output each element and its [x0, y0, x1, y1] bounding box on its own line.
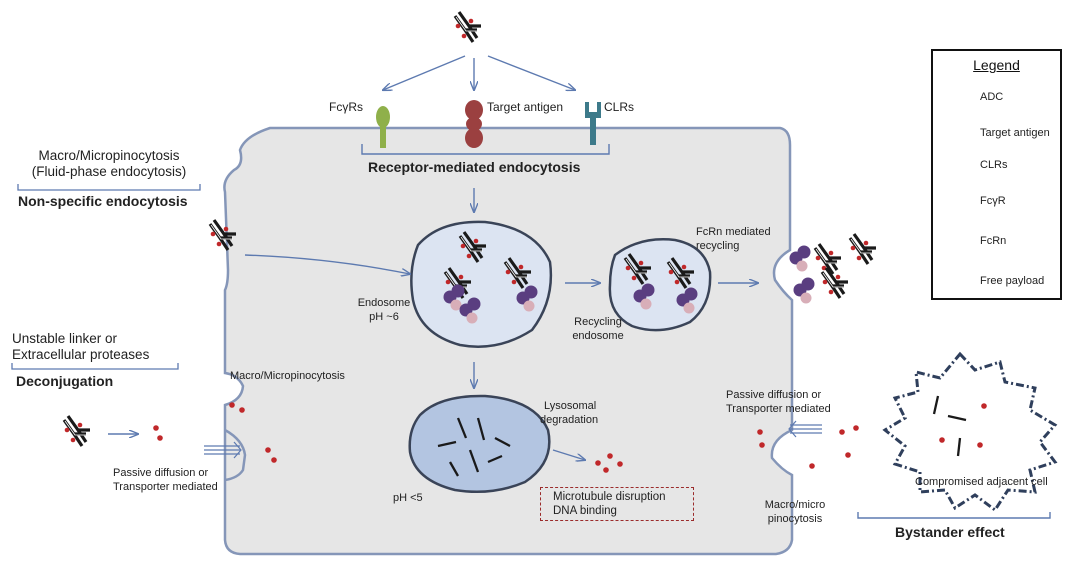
bystander-payload-fragments	[932, 395, 967, 457]
legend-fcgr-label: FcγR	[980, 195, 1006, 207]
fcrn-mediated-line1: FcRn mediated	[696, 226, 771, 238]
passive-right-line2: Transporter mediated	[726, 403, 831, 415]
free-payload-right-dots	[757, 425, 859, 469]
adc-top-icon	[453, 10, 483, 44]
bystander-bracket	[857, 512, 1051, 519]
lysosome-ph-label: pH <5	[393, 492, 423, 504]
passive-right-line1: Passive diffusion or	[726, 389, 822, 401]
payload-fragments	[437, 417, 511, 477]
arrow-nonspecific	[244, 254, 410, 274]
endosome-ph-label: pH ~6	[369, 311, 399, 323]
nonspecific-line2: (Fluid-phase endocytosis)	[31, 164, 187, 179]
fcrn-membrane-1-icon	[789, 245, 811, 272]
endosome-label: Endosome	[357, 297, 411, 309]
mechanism-line1: Microtubule disruption	[553, 491, 666, 503]
bystander-effect-title: Bystander effect	[895, 524, 1005, 540]
fcrn-mediated-line2: recycling	[696, 240, 740, 252]
payload-mechanism-box: Microtubule disruption DNA binding	[540, 487, 694, 521]
passive-diffusion-left-arrows	[204, 441, 242, 459]
fcgr-receptor-icon	[376, 106, 390, 148]
fcrn-membrane-2-icon	[793, 277, 815, 304]
lysosome	[408, 394, 551, 494]
recycling-endosome-line2: endosome	[572, 330, 624, 342]
legend-payload-label: Free payload	[980, 275, 1045, 287]
legend-title: Legend	[973, 57, 1020, 73]
macro-right-line1: Macro/micro	[764, 499, 826, 511]
recycling-endosome-line1: Recycling	[574, 316, 622, 328]
nonspecific-bracket	[17, 184, 201, 191]
passive-left-line2: Transporter mediated	[113, 481, 218, 493]
deconjugation-title: Deconjugation	[16, 373, 114, 389]
macro-right-line2: pinocytosis	[767, 513, 823, 525]
arrow-to-clr	[487, 55, 575, 90]
fcgr-label: FcγRs	[329, 100, 363, 114]
bystander-payload-dots	[939, 403, 987, 448]
receptor-bracket	[361, 144, 610, 155]
passive-left-line1: Passive diffusion or	[113, 467, 209, 479]
arrow-to-fcgr	[383, 55, 466, 90]
nonspecific-line1: Macro/Micropinocytosis	[38, 148, 180, 163]
clr-label: CLRs	[604, 100, 635, 114]
clr-receptor-icon	[585, 102, 601, 145]
mechanism-line2: DNA binding	[553, 505, 617, 517]
deconjugation-bracket	[11, 363, 179, 370]
arrow-lysosome-out	[552, 449, 585, 460]
deconjugation-line2: Extracellular proteases	[12, 347, 150, 362]
compromised-cell-label: Compromised adjacent cell	[915, 476, 1048, 488]
free-payload-left-dots	[153, 402, 277, 463]
legend-adc-label: ADC	[980, 91, 1004, 103]
legend-clr-label: CLRs	[980, 159, 1008, 171]
compromised-adjacent-cell	[882, 351, 1058, 513]
endosome	[410, 220, 553, 348]
adc-exported-3-icon	[848, 232, 878, 266]
target-antigen-icon	[465, 100, 483, 148]
adc-deconjugation-icon	[62, 414, 92, 448]
lysosomal-line2: degradation	[540, 414, 599, 426]
receptor-mediated-title: Receptor-mediated endocytosis	[368, 159, 581, 175]
deconjugation-line1: Unstable linker or	[12, 331, 118, 346]
adc-exported-2-icon	[820, 266, 850, 300]
legend-fcrn-label: FcRn	[980, 235, 1007, 247]
macro-left-label: Macro/Micropinocytosis	[230, 370, 345, 382]
nonspecific-title: Non-specific endocytosis	[18, 193, 188, 209]
target-antigen-label: Target antigen	[487, 100, 564, 114]
released-payload-dots	[595, 453, 623, 473]
passive-diffusion-right-arrows	[788, 420, 822, 438]
lysosomal-line1: Lysosomal	[544, 400, 597, 412]
legend-target-antigen-label: Target antigen	[980, 127, 1050, 139]
legend-box: Legend ADC Target antigen CLRs FcγR FcRn…	[931, 49, 1062, 300]
